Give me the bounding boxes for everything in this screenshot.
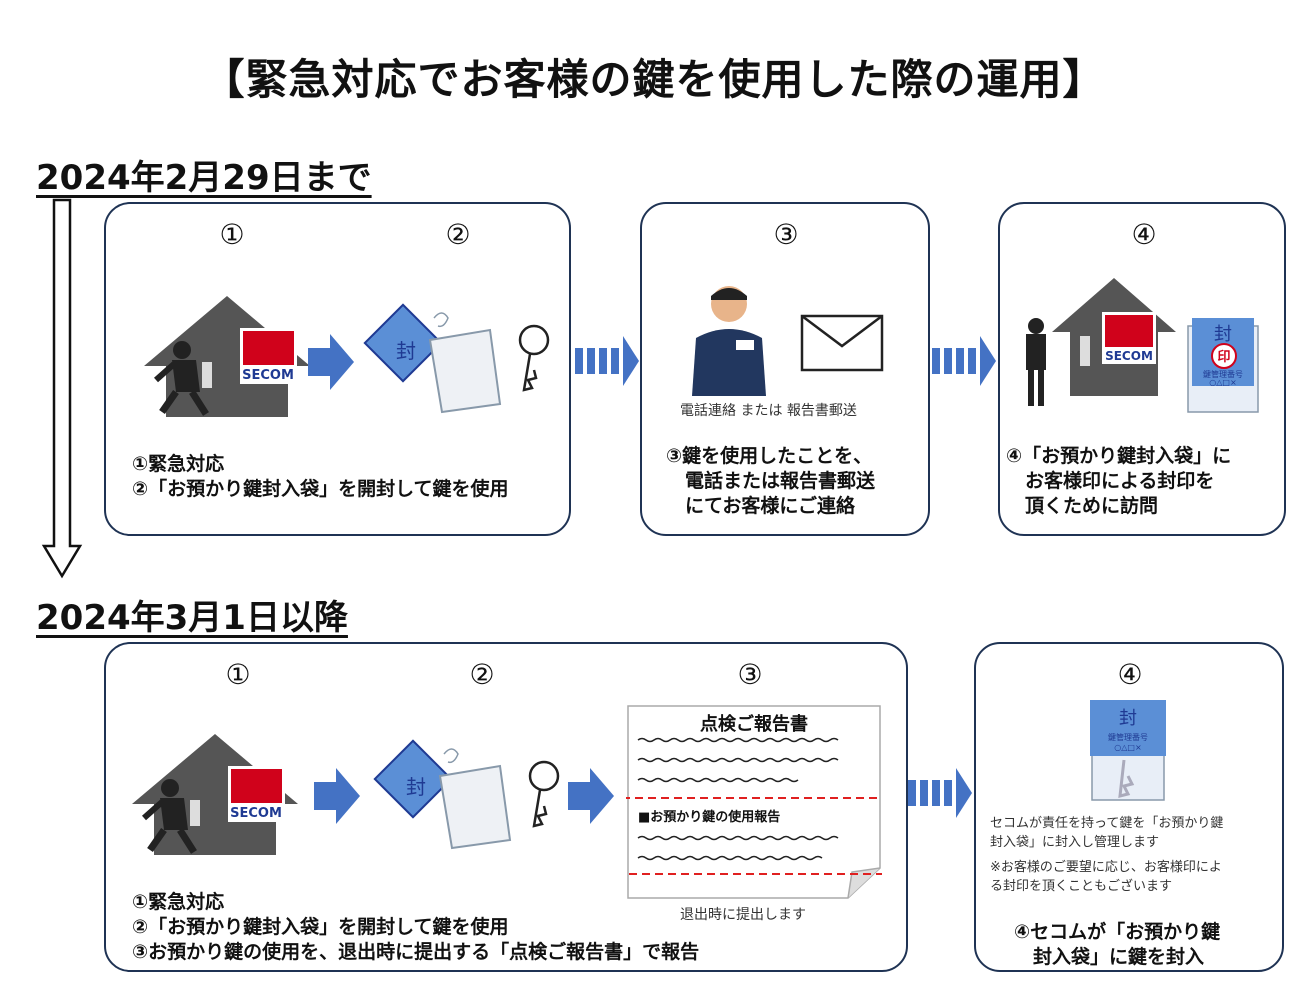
sealed-bag-icon: 封 印 鍵管理番号 ○△□× [1187, 318, 1259, 413]
contact-method-label: 電話連絡 または 報告書郵送 [680, 403, 857, 419]
bag-seal-char: 封 [396, 339, 416, 363]
optional-seal-note: ※お客様のご要望に応じ、お客様印によ る封印を頂くこともございます [990, 860, 1222, 894]
step-number-2: ② [445, 218, 471, 251]
sealed-bag-icon: 封 鍵管理番号 ○△□× [1090, 700, 1166, 801]
house-icon: SECOM [132, 734, 298, 855]
before-step-4-box: ④ SECOM 封 印 鍵管理番号 ○△□× ④「お預かり鍵封入袋」に お客様印… [998, 202, 1286, 536]
operator-icon [692, 286, 766, 396]
svg-text:SECOM: SECOM [242, 368, 294, 383]
section-heading-after: 2024年3月1日以降 [36, 598, 348, 638]
key-bag-icon: 封 [373, 739, 560, 850]
inspection-report-document: 点検ご報告書 ■お預かり鍵の使用報告 [626, 704, 882, 900]
before-step-4-caption: ④「お預かり鍵封入袋」に お客様印による封印を 頂くために訪問 [1006, 445, 1232, 517]
before-step-1-2-box: ① ② SECOM 封 ①緊急対応 ②「お預かり鍵封入袋」を開封して鍵を使用 [104, 202, 571, 536]
flow-block-arrow [932, 336, 996, 386]
key-bag-icon: 封 [363, 303, 550, 414]
after-step-4-box: ④ 封 鍵管理番号 ○△□× セコムが責任を持って鍵を「お預かり鍵 封入袋」に封… [974, 642, 1284, 972]
step-number-2: ② [469, 658, 495, 691]
page-title: 【緊急対応でお客様の鍵を使用した際の運用】 [202, 55, 1106, 104]
flow-block-arrow [908, 768, 972, 818]
after-step-1-3-box: ① ② ③ SECOM 封 [104, 642, 908, 972]
step-number-3: ③ [773, 218, 799, 251]
mgmt-value: ○△□× [1209, 378, 1236, 387]
step-number-4: ④ [1117, 658, 1143, 691]
step-number-1: ① [225, 658, 251, 691]
report-item: ■お預かり鍵の使用報告 [638, 810, 781, 825]
mgmt-value: ○△□× [1114, 743, 1141, 752]
flow-arrow-icon [314, 768, 360, 824]
before-step-1-2-caption: ①緊急対応 ②「お預かり鍵封入袋」を開封して鍵を使用 [132, 453, 509, 500]
step-number-4: ④ [1131, 218, 1157, 251]
flow-arrow-icon [308, 334, 354, 390]
bag-seal-char: 封 [406, 775, 426, 799]
house-icon: SECOM [144, 296, 310, 417]
after-step-4-caption: ④セコムが「お預かり鍵 封入袋」に鍵を封入 [1014, 921, 1221, 968]
step-number-3: ③ [737, 658, 763, 691]
before-step-3-caption: ③鍵を使用したことを、 電話または報告書郵送 にてお客様にご連絡 [666, 445, 876, 517]
mgmt-label: 鍵管理番号 [1203, 369, 1243, 379]
svg-text:SECOM: SECOM [230, 806, 282, 821]
flow-arrow-icon [568, 768, 614, 824]
svg-text:SECOM: SECOM [1105, 349, 1153, 363]
flow-block-arrow [575, 336, 639, 386]
mgmt-label: 鍵管理番号 [1108, 732, 1148, 742]
house-icon: SECOM [1026, 278, 1176, 406]
step-number-1: ① [219, 218, 245, 251]
after-step-1-3-caption: ①緊急対応 ②「お預かり鍵封入袋」を開封して鍵を使用 ③お預かり鍵の使用を、退出… [132, 891, 700, 963]
management-note: セコムが責任を持って鍵を「お預かり鍵 封入袋」に封入し管理します [990, 816, 1224, 850]
report-title: 点検ご報告書 [700, 714, 808, 735]
envelope-icon [800, 314, 884, 372]
stamp-char: 印 [1217, 350, 1230, 365]
bag-seal-char: 封 [1119, 708, 1137, 729]
bag-seal-char: 封 [1214, 324, 1232, 345]
section-heading-before: 2024年2月29日まで [36, 158, 372, 198]
report-submit-note: 退出時に提出します [680, 907, 806, 923]
before-step-3-box: ③ 電話連絡 または 報告書郵送 ③鍵を使用したことを、 電話または報告書郵送 … [640, 202, 930, 536]
timeline-down-arrow [41, 198, 83, 579]
